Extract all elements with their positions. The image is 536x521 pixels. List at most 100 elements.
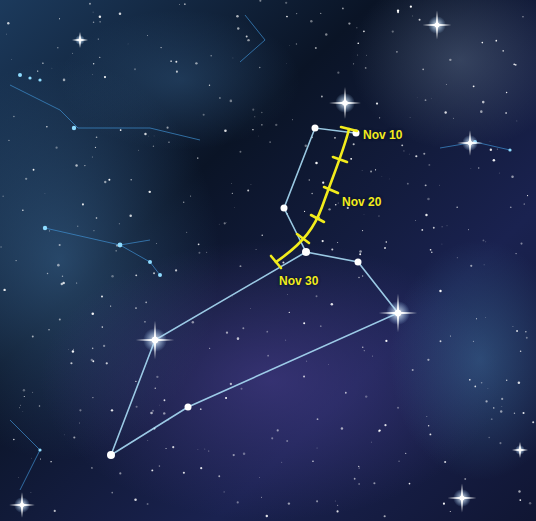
- dust-star: [226, 332, 228, 334]
- dust-star: [239, 151, 241, 153]
- dust-star: [482, 42, 484, 44]
- dust-star: [316, 500, 318, 502]
- dust-star: [96, 136, 98, 138]
- dust-star: [233, 454, 235, 456]
- dust-star: [470, 265, 472, 267]
- dust-star: [119, 223, 120, 224]
- dust-star: [179, 4, 181, 6]
- dust-star: [261, 497, 262, 498]
- dust-star: [92, 360, 94, 362]
- dust-star: [151, 469, 153, 471]
- dust-star: [91, 467, 92, 468]
- dust-star: [519, 499, 521, 501]
- dust-star: [62, 275, 63, 276]
- dust-star: [136, 406, 138, 408]
- dust-star: [103, 345, 105, 347]
- dust-star: [483, 240, 485, 242]
- dust-star: [409, 117, 411, 119]
- dust-star: [384, 515, 386, 517]
- dust-star: [252, 109, 254, 111]
- dust-star: [485, 241, 487, 243]
- dust-star: [287, 293, 289, 295]
- dust-star: [55, 147, 57, 149]
- dust-star: [46, 126, 48, 128]
- dust-star: [51, 67, 53, 69]
- dust-star: [427, 198, 430, 201]
- dust-star: [411, 15, 413, 17]
- dust-star: [292, 119, 294, 121]
- dust-star: [275, 124, 277, 126]
- dust-star: [415, 220, 417, 222]
- dust-star: [111, 275, 113, 277]
- dust-star: [172, 446, 174, 448]
- dust-star: [8, 140, 9, 141]
- dust-star: [398, 460, 400, 462]
- dust-star: [501, 406, 503, 408]
- dust-star: [237, 501, 239, 503]
- dust-star: [31, 457, 33, 459]
- dust-star: [104, 181, 106, 183]
- dust-star: [48, 329, 49, 330]
- dust-star: [224, 129, 227, 132]
- dust-star: [200, 408, 202, 410]
- sparkle-star: [379, 294, 417, 332]
- dust-star: [286, 16, 288, 18]
- dust-star: [79, 422, 81, 424]
- dust-star: [381, 176, 383, 178]
- sparkle-star: [136, 321, 174, 359]
- dust-star: [127, 43, 129, 45]
- nebula: [60, 10, 300, 150]
- dust-star: [79, 409, 81, 411]
- dust-star: [39, 405, 40, 406]
- dust-star: [135, 381, 136, 382]
- dust-star: [92, 74, 94, 76]
- dust-star: [277, 429, 279, 431]
- dust-star: [138, 149, 140, 151]
- dust-star: [296, 13, 297, 14]
- dust-star: [92, 11, 94, 13]
- dust-star: [32, 391, 34, 393]
- dust-star: [532, 421, 534, 423]
- dust-star: [17, 477, 19, 479]
- dust-star: [358, 277, 360, 279]
- dust-star: [120, 129, 122, 131]
- dust-star: [296, 43, 297, 44]
- dust-star: [147, 439, 149, 441]
- dust-star: [152, 410, 154, 412]
- dust-star: [108, 179, 110, 181]
- dust-star: [362, 230, 363, 231]
- dust-star: [337, 242, 338, 243]
- dust-star: [33, 169, 35, 171]
- dust-star: [203, 114, 205, 116]
- dust-star: [165, 448, 166, 449]
- dust-star: [153, 135, 155, 137]
- dust-star: [431, 98, 433, 100]
- dust-star: [259, 476, 261, 478]
- dust-star: [92, 397, 93, 398]
- dust-star: [309, 179, 310, 180]
- dust-star: [230, 383, 232, 385]
- dust-star: [359, 250, 362, 253]
- dust-star: [2, 196, 3, 197]
- dust-star: [59, 18, 60, 19]
- dust-star: [91, 156, 93, 158]
- constellation-stars: [107, 125, 362, 460]
- dust-star: [218, 475, 220, 477]
- dust-star: [361, 170, 363, 172]
- dust-star: [516, 330, 518, 332]
- dust-star: [63, 79, 66, 82]
- sparkle-star: [512, 442, 528, 458]
- dust-star: [397, 11, 399, 13]
- dust-star: [192, 321, 194, 323]
- dust-star: [63, 282, 65, 284]
- dust-star: [175, 61, 177, 63]
- dust-star: [514, 413, 515, 414]
- dust-star: [353, 63, 354, 64]
- dust-star: [156, 243, 158, 245]
- dust-star: [254, 116, 255, 117]
- dust-star: [473, 341, 474, 342]
- dust-star: [450, 511, 451, 512]
- dust-star: [164, 399, 166, 401]
- dust-star: [73, 436, 75, 438]
